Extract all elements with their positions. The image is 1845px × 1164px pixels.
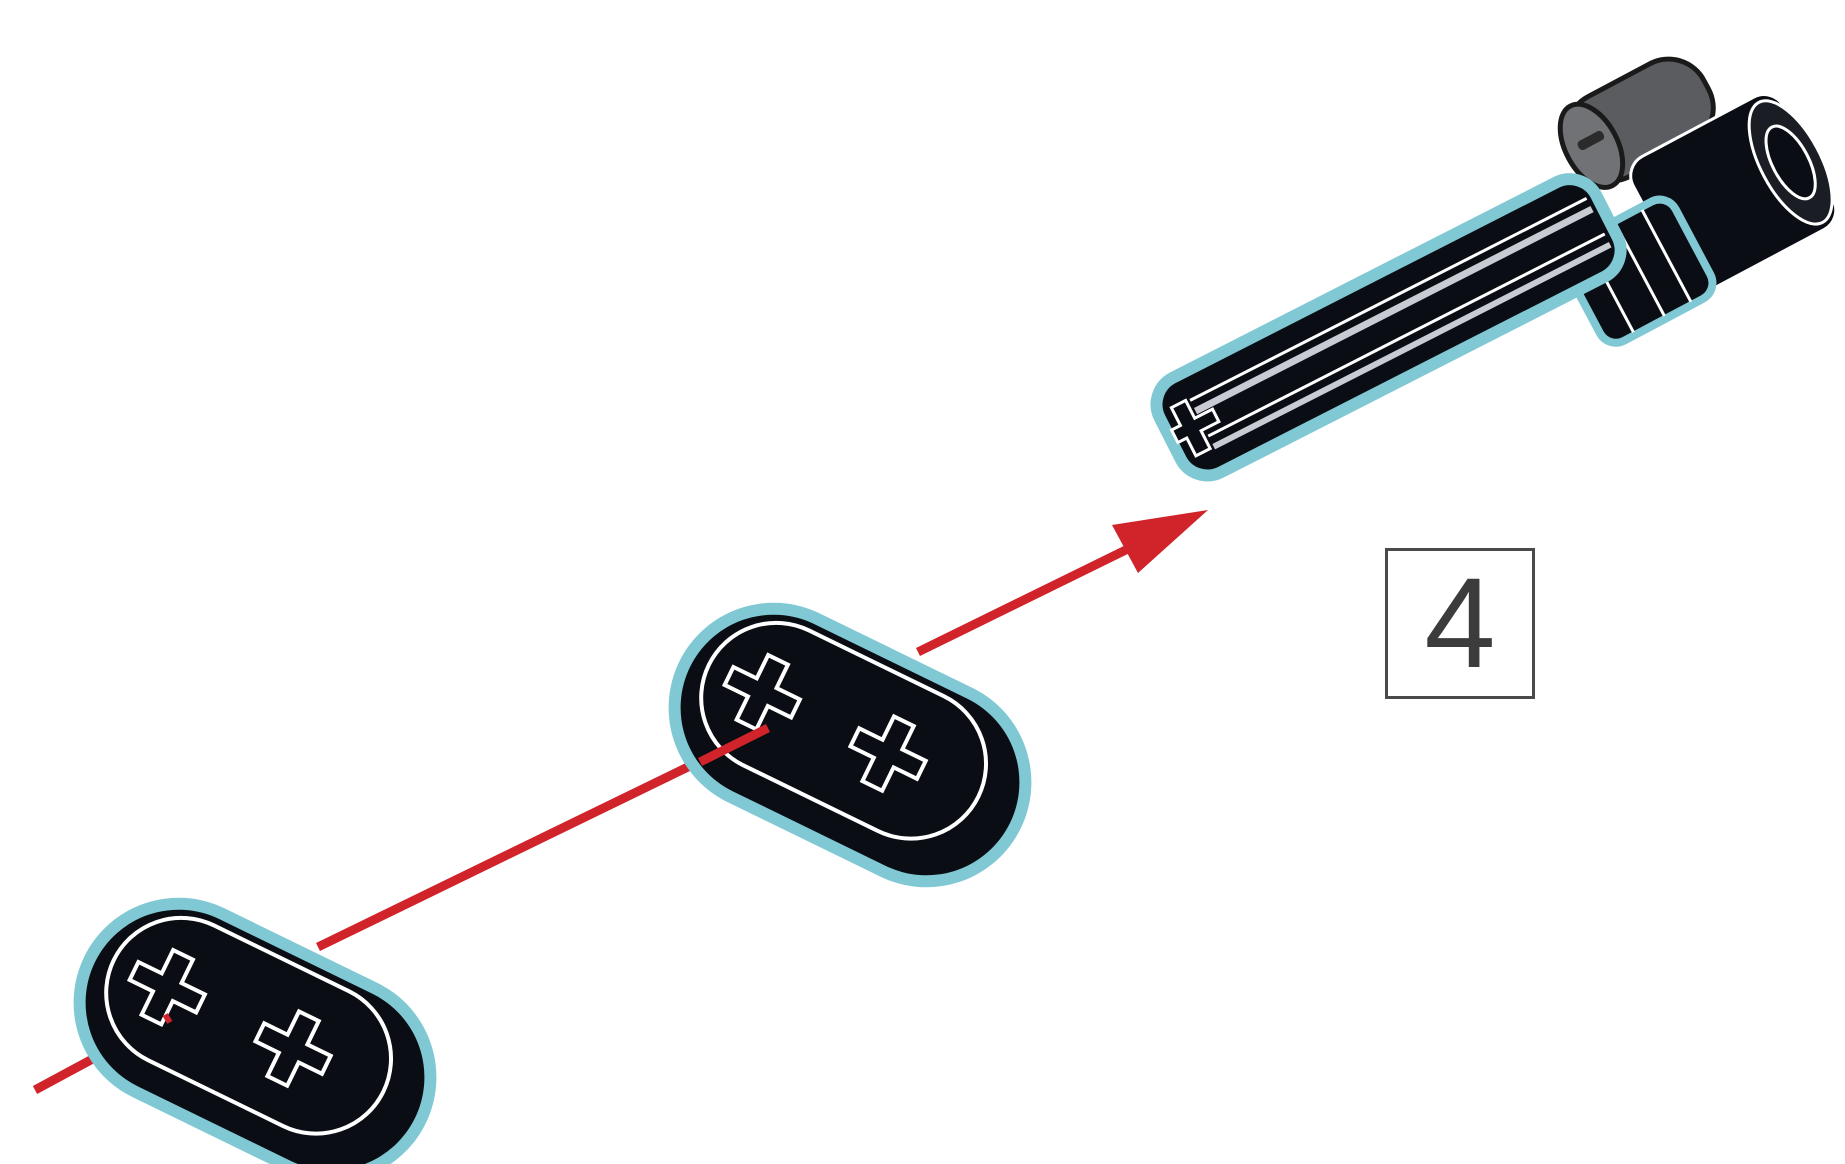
step-number: 4 xyxy=(1424,560,1495,688)
axle-connector-part xyxy=(1146,45,1845,486)
axle-shaft xyxy=(1146,169,1631,486)
arrow-head xyxy=(1112,510,1208,573)
arrow-into-front-beam xyxy=(165,1017,170,1020)
thin-beam-middle xyxy=(633,567,1067,922)
step-number-box: 4 xyxy=(1385,548,1535,699)
